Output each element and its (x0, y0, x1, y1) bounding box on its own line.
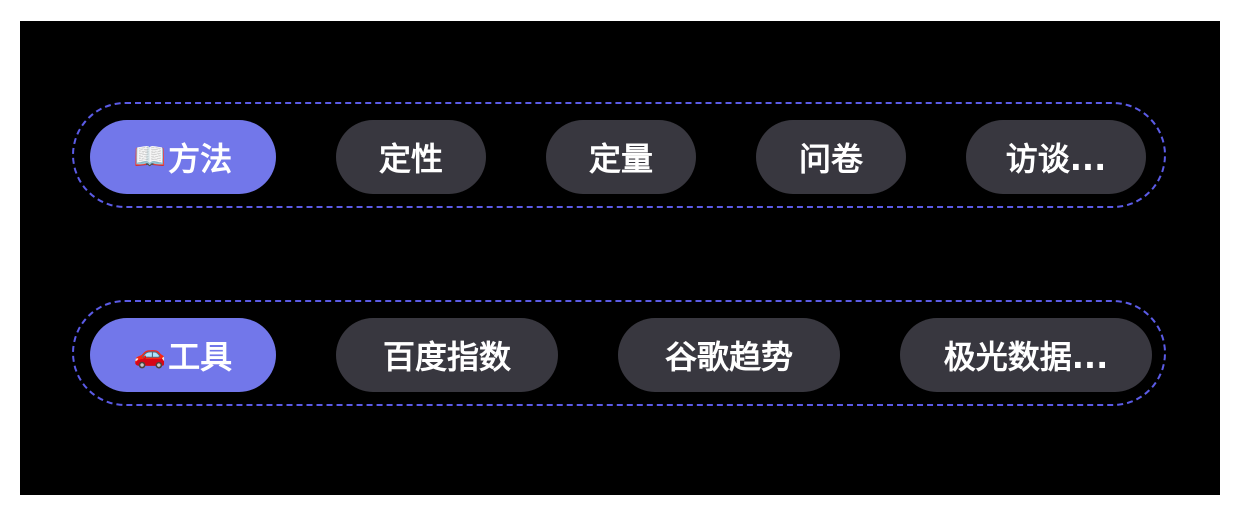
methods-group: 📖 方法 定性 定量 问卷 访谈... (72, 102, 1166, 208)
chip-qualitative[interactable]: 定性 (336, 120, 486, 194)
car-icon: 🚗 (133, 340, 167, 370)
chip-questionnaire[interactable]: 问卷 (756, 120, 906, 194)
chip-jiguang-data[interactable]: 极光数据... (900, 318, 1152, 392)
chip-google-trends[interactable]: 谷歌趋势 (618, 318, 840, 392)
book-icon: 📖 (133, 142, 167, 172)
tools-category-pill[interactable]: 🚗 工具 (90, 318, 276, 392)
chip-quantitative[interactable]: 定量 (546, 120, 696, 194)
chip-baidu-index[interactable]: 百度指数 (336, 318, 558, 392)
chip-interview[interactable]: 访谈... (966, 120, 1146, 194)
canvas: 📖 方法 定性 定量 问卷 访谈... 🚗 工具 百度指数 谷歌趋势 极光数据.… (20, 21, 1220, 495)
tools-category-label: 工具 (168, 338, 233, 376)
methods-category-pill[interactable]: 📖 方法 (90, 120, 276, 194)
tools-group: 🚗 工具 百度指数 谷歌趋势 极光数据... (72, 300, 1166, 406)
methods-category-label: 方法 (168, 140, 233, 178)
